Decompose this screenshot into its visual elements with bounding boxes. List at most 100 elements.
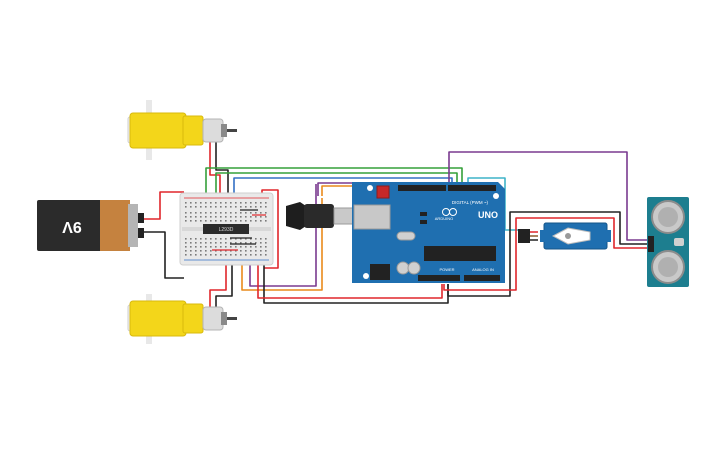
- breadboard-hole: [220, 238, 222, 240]
- breadboard-hole: [210, 242, 212, 244]
- breadboard-hole: [195, 202, 197, 204]
- breadboard-hole: [245, 254, 247, 256]
- wire-green-2: [215, 172, 458, 196]
- breadboard-hole: [245, 206, 247, 208]
- battery-9v[interactable]: 9V: [37, 200, 144, 251]
- servo-tab-left: [540, 230, 546, 242]
- usb-cable[interactable]: [286, 202, 355, 230]
- breadboard-hole: [190, 202, 192, 204]
- breadboard-hole: [195, 206, 197, 208]
- breadboard-hole: [205, 242, 207, 244]
- breadboard-hole: [190, 250, 192, 252]
- breadboard-hole: [230, 216, 232, 218]
- breadboard-hole: [205, 220, 207, 222]
- arduino-power-header: [418, 275, 460, 281]
- breadboard-hole: [255, 206, 257, 208]
- servo-motor[interactable]: [518, 222, 611, 250]
- breadboard-hole: [235, 242, 237, 244]
- breadboard-hole: [195, 212, 197, 214]
- breadboard-hole: [250, 216, 252, 218]
- breadboard-hole: [215, 246, 217, 248]
- motor-bottom[interactable]: [127, 294, 237, 344]
- breadboard-hole: [265, 246, 267, 248]
- arduino-crystal: [396, 231, 416, 241]
- breadboard-hole: [200, 254, 202, 256]
- breadboard-hole: [260, 238, 262, 240]
- breadboard-holes: [185, 202, 267, 256]
- breadboard-hole: [260, 216, 262, 218]
- battery-cap: [128, 204, 138, 247]
- breadboard-hole: [185, 238, 187, 240]
- breadboard-hole: [240, 202, 242, 204]
- breadboard-hole: [235, 220, 237, 222]
- breadboard-hole: [230, 202, 232, 204]
- breadboard-hole: [185, 254, 187, 256]
- wire-red-servo: [443, 217, 648, 291]
- driver-chip-label: L293D: [219, 227, 234, 233]
- breadboard-hole: [220, 212, 222, 214]
- breadboard-hole: [255, 238, 257, 240]
- breadboard-hole: [250, 206, 252, 208]
- ultrasonic-crystal: [674, 238, 684, 246]
- breadboard-hole: [240, 238, 242, 240]
- motor-top-end: [221, 124, 227, 137]
- breadboard-hole: [245, 238, 247, 240]
- breadboard-hole: [265, 212, 267, 214]
- breadboard-hole: [210, 202, 212, 204]
- battery-label: 9V: [62, 218, 82, 235]
- breadboard-hole: [260, 246, 262, 248]
- breadboard-hole: [265, 242, 267, 244]
- breadboard-hole: [200, 220, 202, 222]
- motor-top-body: [202, 118, 224, 143]
- arduino-smd-1: [420, 212, 427, 216]
- wire-motor-bottom-red: [209, 262, 227, 320]
- breadboard-hole: [220, 246, 222, 248]
- breadboard-hole: [200, 206, 202, 208]
- breadboard-hole: [200, 202, 202, 204]
- breadboard-hole: [215, 202, 217, 204]
- breadboard-hole: [230, 206, 232, 208]
- driver-chip[interactable]: [203, 224, 249, 234]
- arduino-smd-2: [420, 220, 427, 224]
- wire-motor-top-black: [215, 141, 229, 200]
- breadboard-hole: [260, 212, 262, 214]
- wire-red-power: [261, 189, 279, 269]
- breadboard-hole: [220, 254, 222, 256]
- breadboard-hole: [235, 202, 237, 204]
- breadboard-hole: [205, 254, 207, 256]
- servo-horn: [551, 227, 591, 245]
- breadboard-hole: [265, 206, 267, 208]
- breadboard-hole: [250, 202, 252, 204]
- breadboard-hole: [230, 238, 232, 240]
- arduino-uno[interactable]: DIGITAL (PWM ~) UNO ARDUINO POWER ANALOG…: [352, 182, 505, 283]
- arduino-cap-1: [396, 261, 410, 275]
- battery-body: [37, 200, 107, 251]
- ultrasonic-sensor[interactable]: [647, 197, 689, 287]
- breadboard-hole: [200, 246, 202, 248]
- breadboard-hole: [220, 220, 222, 222]
- breadboard-hole: [225, 254, 227, 256]
- wire-orange-bottom: [241, 198, 323, 291]
- wire-red-5v: [257, 262, 443, 299]
- usb-cable-end: [286, 202, 306, 230]
- breadboard-hole: [255, 254, 257, 256]
- breadboard-hole: [195, 242, 197, 244]
- breadboard-hole: [240, 246, 242, 248]
- breadboard-hole: [185, 242, 187, 244]
- wire-battery-black: [143, 231, 184, 279]
- breadboard-hole: [215, 250, 217, 252]
- motor-top[interactable]: [127, 100, 237, 160]
- breadboard[interactable]: L293D: [179, 192, 274, 266]
- arduino-reset-button[interactable]: [376, 185, 390, 199]
- breadboard-hole: [215, 206, 217, 208]
- breadboard-hole: [255, 202, 257, 204]
- motor-bottom-end: [221, 312, 227, 325]
- motor-top-tip: [227, 129, 237, 132]
- breadboard-hole: [225, 220, 227, 222]
- ultrasonic-transducer-top-mesh: [658, 207, 678, 227]
- breadboard-hole: [200, 238, 202, 240]
- breadboard-hole: [245, 202, 247, 204]
- breadboard-hole: [210, 216, 212, 218]
- motor-bottom-body: [202, 306, 224, 331]
- breadboard-hole: [235, 254, 237, 256]
